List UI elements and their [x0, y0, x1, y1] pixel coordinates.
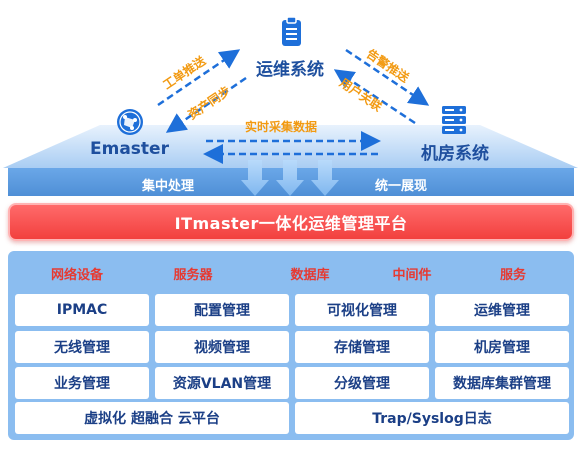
category-network: 网络设备 — [50, 268, 103, 283]
horizontal-arrows — [203, 131, 381, 164]
module-wireless: 无线管理 — [15, 331, 149, 363]
category-middleware: 中间件 — [392, 268, 432, 283]
down-arrows — [241, 160, 339, 196]
realtime-collect-label: 实时采集数据 — [245, 120, 318, 134]
module-trap-syslog: Trap/Syslog日志 — [295, 402, 569, 434]
emaster-label: Emaster — [90, 139, 169, 159]
module-video: 视频管理 — [155, 331, 289, 363]
right-arrows — [333, 48, 430, 125]
module-config: 配置管理 — [155, 294, 289, 326]
clipboard-icon — [282, 16, 301, 46]
server-icon — [442, 106, 466, 134]
ops-system-label: 运维系统 — [256, 60, 324, 80]
module-datacenter: 机房管理 — [435, 331, 569, 363]
datacenter-system-label: 机房系统 — [421, 144, 489, 164]
globe-icon — [117, 109, 143, 135]
category-service: 服务 — [499, 268, 526, 283]
category-server: 服务器 — [173, 268, 213, 283]
module-business: 业务管理 — [15, 367, 149, 399]
band-right-label: 统一展现 — [375, 179, 428, 194]
module-virtualization: 虚拟化 超融合 云平台 — [15, 402, 289, 434]
module-hierarchy: 分级管理 — [295, 367, 429, 399]
top-plane — [3, 125, 578, 168]
module-visualization: 可视化管理 — [295, 294, 429, 326]
module-ipmac: IPMAC — [15, 294, 149, 326]
platform-title: ITmaster一体化运维管理平台 — [174, 214, 408, 233]
module-ops: 运维管理 — [435, 294, 569, 326]
module-resource-vlan: 资源VLAN管理 — [155, 367, 289, 399]
left-arrows — [157, 49, 247, 133]
platform-bar: ITmaster一体化运维管理平台 — [8, 203, 574, 241]
module-storage: 存储管理 — [295, 331, 429, 363]
category-database: 数据库 — [290, 268, 330, 283]
module-db-cluster: 数据库集群管理 — [435, 367, 569, 399]
band-left-label: 集中处理 — [142, 179, 195, 194]
